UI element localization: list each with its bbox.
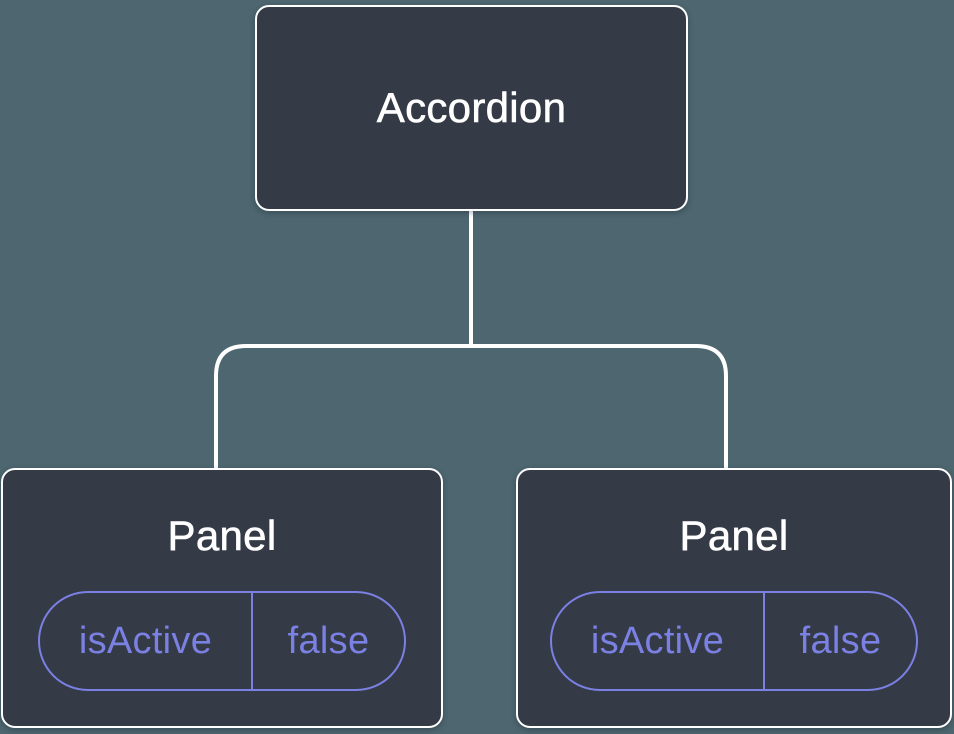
accordion-node-label: Accordion xyxy=(376,84,567,132)
node-accordion: Accordion xyxy=(255,5,688,211)
connector-bracket xyxy=(214,344,728,472)
state-value-label: false xyxy=(287,619,370,662)
panel-node-label: Panel xyxy=(679,512,789,560)
state-value-label: false xyxy=(799,619,882,662)
state-key-label: isActive xyxy=(40,593,253,689)
node-panel-left: Panel isActive false xyxy=(1,468,443,728)
state-pill: isActive false xyxy=(550,591,918,691)
panel-node-label: Panel xyxy=(167,512,277,560)
state-pill: isActive false xyxy=(38,591,406,691)
state-key-label: isActive xyxy=(552,593,765,689)
node-panel-right: Panel isActive false xyxy=(516,468,952,728)
